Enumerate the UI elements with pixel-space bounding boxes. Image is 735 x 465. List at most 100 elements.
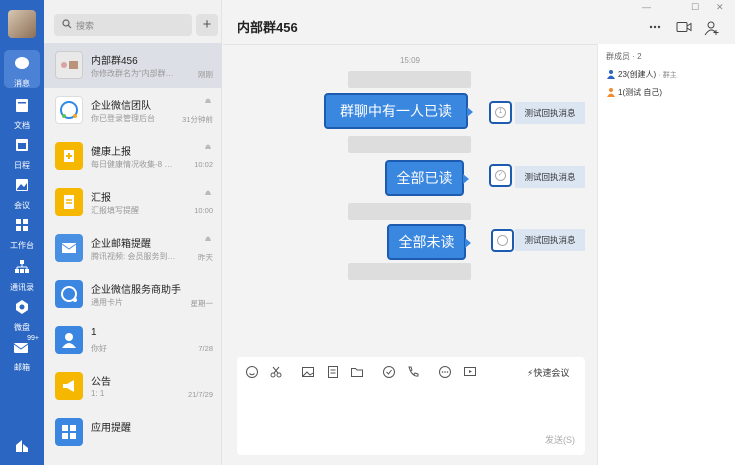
more-icon[interactable] xyxy=(648,20,662,34)
session-preview: 每日健康情况收集-8 … xyxy=(91,160,173,169)
redacted-message xyxy=(348,136,471,153)
quick-meeting-label: 快速会议 xyxy=(533,368,570,378)
session-item[interactable]: 健康上报 每日健康情况收集-8 … 10:02 xyxy=(44,134,222,179)
member-item[interactable]: 23(创建人) · 群主 xyxy=(606,69,677,80)
nav-label: 工作台 xyxy=(10,241,34,250)
receipt-tag: 测试回执消息 xyxy=(515,166,585,188)
folder-icon[interactable] xyxy=(350,365,364,379)
nav-label: 日程 xyxy=(14,161,30,170)
message-bubble[interactable]: 全部未读 xyxy=(387,224,471,260)
quick-meeting-button[interactable]: ⚡快速会议 xyxy=(527,368,570,378)
service-assistant-avatar xyxy=(55,280,83,308)
session-time: 刚刚 xyxy=(198,70,213,79)
nav-contacts[interactable]: 通讯录 xyxy=(4,254,40,292)
app-reminder-avatar xyxy=(55,418,83,446)
session-item[interactable]: 企业微信团队 你已登录管理后台 31分钟前 xyxy=(44,88,222,133)
nav-meeting[interactable]: 会议 xyxy=(4,172,40,210)
add-member-icon[interactable] xyxy=(704,20,720,36)
video-call-icon[interactable] xyxy=(676,20,692,34)
nav-messages[interactable]: 消息 xyxy=(4,50,40,88)
user-avatar[interactable] xyxy=(8,10,36,38)
session-name: 企业邮箱提醒 xyxy=(91,239,151,250)
member-role: · 群主 xyxy=(658,72,677,79)
session-name: 健康上报 xyxy=(91,147,131,158)
redacted-message xyxy=(348,203,471,220)
mail-reminder-avatar xyxy=(55,234,83,262)
session-item[interactable]: 1 你好 7/28 xyxy=(44,318,222,363)
session-item[interactable]: 内部群456 你修改群名为“内部群… 刚刚 xyxy=(44,43,222,88)
session-time: 7/28 xyxy=(198,344,213,353)
session-preview: 你已登录管理后台 xyxy=(91,114,155,123)
nav-label: 消息 xyxy=(14,79,30,88)
session-name: 内部群456 xyxy=(91,56,138,67)
grid-icon xyxy=(16,219,28,231)
phone-icon[interactable] xyxy=(406,365,420,379)
session-time: 星期一 xyxy=(190,299,214,308)
app-logo-icon[interactable] xyxy=(12,436,32,456)
session-name: 公告 xyxy=(91,377,111,388)
members-title: 群成员 · 2 xyxy=(606,52,642,61)
add-button[interactable]: + xyxy=(196,14,218,36)
session-item[interactable]: 应用提醒 xyxy=(44,410,222,455)
calendar-icon xyxy=(16,139,28,151)
chat-title: 内部群456 xyxy=(237,20,298,35)
session-time: 21/7/29 xyxy=(187,390,213,399)
read-status-icon[interactable] xyxy=(491,229,514,252)
doc-icon xyxy=(16,99,28,112)
message-timestamp: 15:09 xyxy=(399,56,421,65)
session-preview: 腾讯视频: 会员服务到… xyxy=(91,252,176,261)
scissors-icon[interactable] xyxy=(269,365,283,379)
session-preview: 你好 xyxy=(91,344,107,353)
minimize-icon[interactable]: — xyxy=(642,2,651,12)
health-report-avatar xyxy=(55,142,83,170)
redacted-message xyxy=(348,263,471,280)
session-item[interactable]: 企业邮箱提醒 腾讯视频: 会员服务到… 昨天 xyxy=(44,226,222,271)
announcement-avatar xyxy=(55,372,83,400)
member-item[interactable]: 1(测试 自己) xyxy=(606,87,662,98)
nav-workbench[interactable]: 工作台 xyxy=(4,212,40,250)
nav-label: 邮箱 xyxy=(14,363,30,372)
message-input[interactable]: ⚡快速会议 发送(S) xyxy=(237,357,585,455)
image-icon[interactable] xyxy=(301,365,315,379)
nav-docs[interactable]: 文档 xyxy=(4,92,40,130)
more-circle-icon[interactable] xyxy=(438,365,452,379)
message-bubble[interactable]: 群聊中有一人已读 xyxy=(324,93,473,129)
mute-icon xyxy=(205,236,211,241)
session-preview: 你修改群名为“内部群… xyxy=(91,69,174,78)
redacted-message xyxy=(348,71,471,88)
report-avatar xyxy=(55,188,83,216)
screen-record-icon[interactable] xyxy=(463,365,477,379)
user-avatar xyxy=(55,326,83,354)
read-status-icon[interactable]: ✓ xyxy=(489,164,512,187)
nav-label: 文档 xyxy=(14,121,30,130)
send-button[interactable]: 发送(S) xyxy=(545,435,575,445)
chat-bubble-icon xyxy=(15,57,29,69)
member-icon xyxy=(607,88,615,97)
mail-icon xyxy=(13,343,29,353)
read-status-icon[interactable]: 1 xyxy=(489,101,512,124)
message-bubble[interactable]: 全部已读 xyxy=(385,160,469,196)
session-time: 31分钟前 xyxy=(182,115,213,124)
maximize-icon[interactable]: ☐ xyxy=(691,2,700,12)
left-nav: 消息 文档 日程 会议 工作台 通讯录 微盘 邮箱 99+ xyxy=(0,0,44,465)
org-chart-icon xyxy=(15,260,29,273)
close-icon[interactable]: ✕ xyxy=(716,2,724,12)
nav-mail[interactable]: 邮箱 99+ xyxy=(4,334,40,372)
mute-icon xyxy=(205,144,211,149)
nav-label: 通讯录 xyxy=(10,283,34,292)
nav-drive[interactable]: 微盘 xyxy=(4,294,40,332)
emoji-icon[interactable] xyxy=(245,365,259,379)
divider xyxy=(223,44,597,45)
member-name: 1(测试 自己) xyxy=(618,88,662,97)
search-input[interactable]: 搜索 xyxy=(54,14,192,36)
mute-icon xyxy=(205,98,211,103)
session-name: 企业微信服务商助手 xyxy=(91,285,181,296)
receipt-tag: 测试回执消息 xyxy=(515,102,585,124)
session-item[interactable]: 汇报 汇报填写提醒 10:00 xyxy=(44,180,222,225)
session-item[interactable]: 企业微信服务商助手 通用卡片 星期一 xyxy=(44,272,222,317)
check-circle-icon[interactable] xyxy=(382,365,396,379)
wecom-team-avatar xyxy=(55,96,83,124)
session-item[interactable]: 公告 1: 1 21/7/29 xyxy=(44,364,222,409)
nav-calendar[interactable]: 日程 xyxy=(4,132,40,170)
doc-icon[interactable] xyxy=(326,365,340,379)
